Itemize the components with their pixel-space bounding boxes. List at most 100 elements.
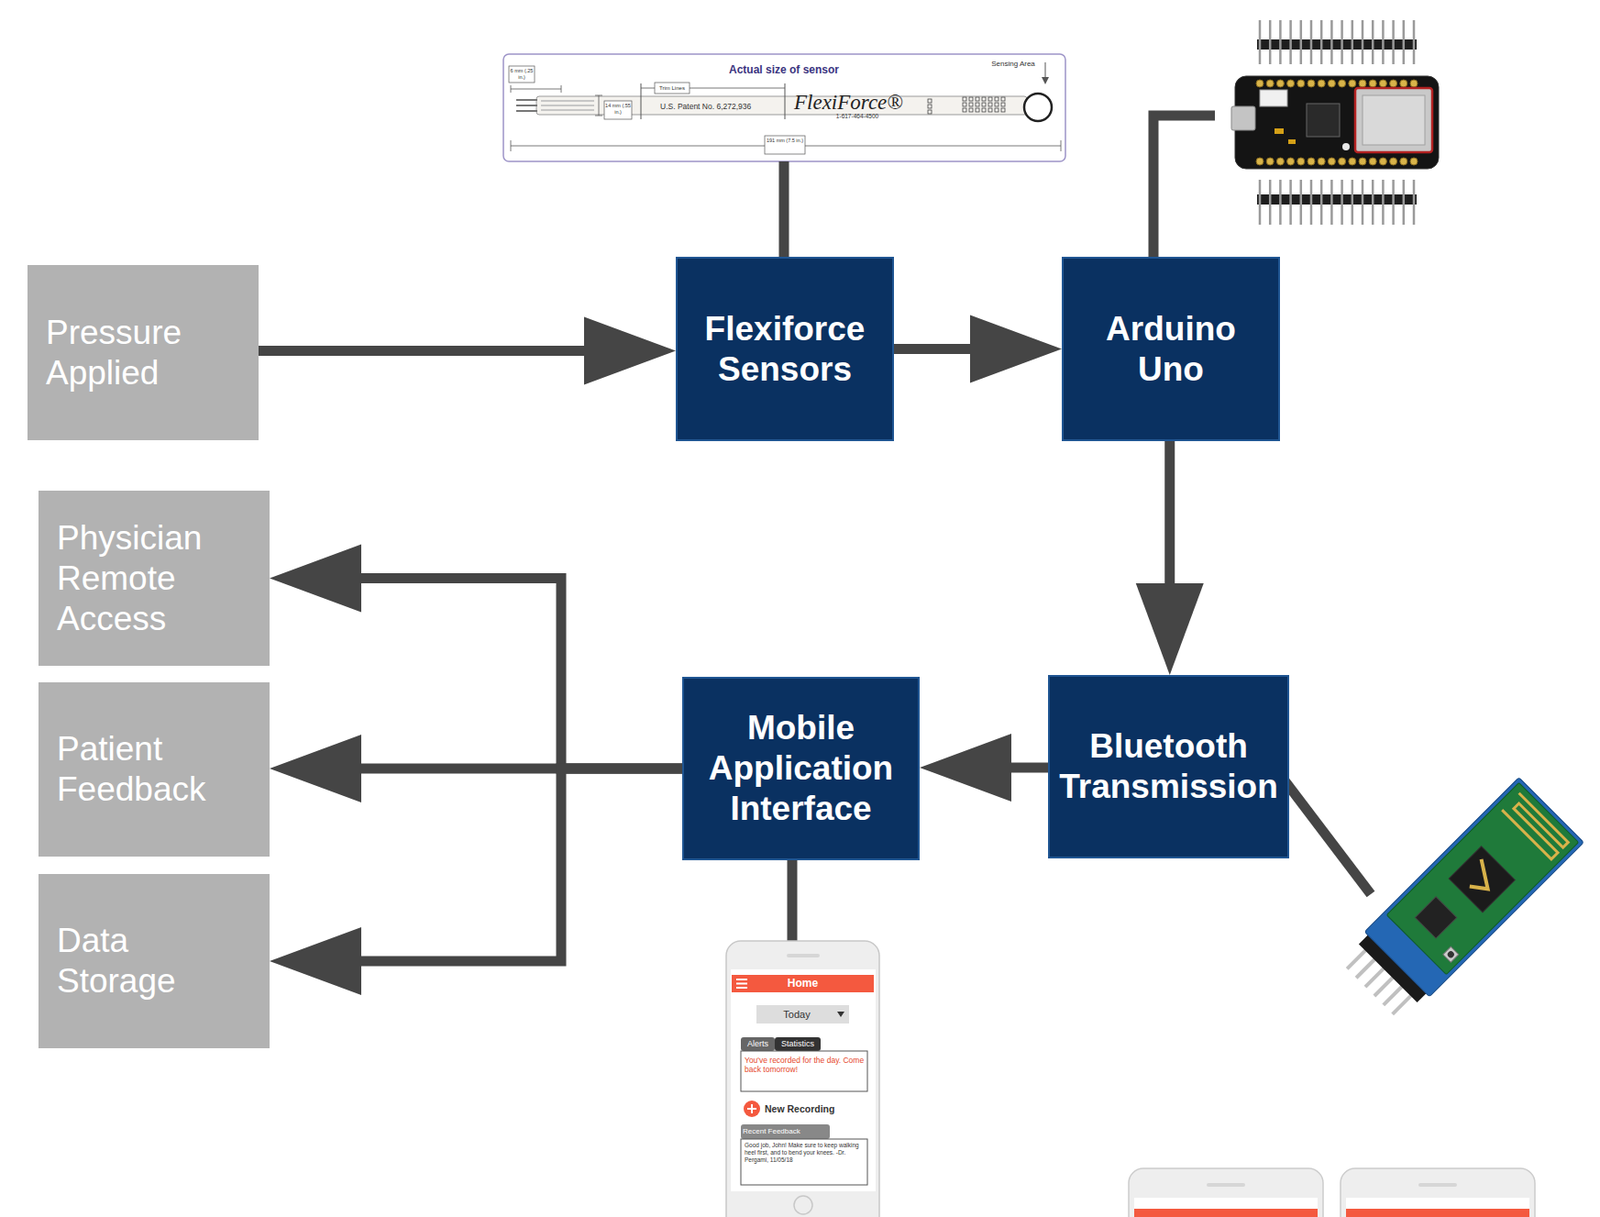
arrow-head [269, 734, 362, 803]
node-text: Bluetooth Transmission [1057, 726, 1280, 807]
header-pin [1268, 179, 1272, 225]
board-hole [1297, 157, 1305, 166]
sensor-mark [1001, 97, 1005, 101]
header-pin [1402, 179, 1406, 225]
board-hole [1307, 157, 1315, 166]
dimension-box [604, 100, 632, 120]
sensor-mark [988, 97, 993, 101]
sensor-mark [927, 104, 932, 109]
dropdown [756, 1004, 850, 1024]
home-button [794, 1195, 813, 1214]
header-pin [1258, 20, 1262, 65]
dimension-box [764, 135, 806, 155]
sensor-mark [982, 97, 986, 101]
board-hole [1327, 157, 1336, 166]
board-hole [1266, 157, 1274, 166]
flow-arrow [269, 544, 683, 770]
output-box: Physician Remote Access [38, 490, 270, 666]
board [1235, 76, 1439, 169]
bluetooth-module-picture [1337, 777, 1585, 1025]
phone-speaker [1206, 1182, 1246, 1187]
sensor-marks [927, 97, 1005, 114]
tab [774, 1037, 821, 1051]
sensing-area [1024, 93, 1052, 122]
board-hole [1390, 157, 1398, 166]
alert-text: You've recorded for the day. Come back t… [744, 1055, 866, 1074]
header-pin [1320, 20, 1324, 65]
header-pin [1289, 20, 1292, 65]
chip-logo [1461, 859, 1500, 897]
dimension-line [598, 95, 600, 116]
sensing-arrow [1045, 62, 1047, 79]
sensor-mark [927, 99, 932, 103]
header-pin [1371, 20, 1375, 65]
module-board [1386, 782, 1578, 974]
header-pin [1402, 20, 1406, 65]
sensor-mark [982, 108, 986, 112]
sensor-mark [994, 97, 999, 101]
sensor-strip [536, 96, 1027, 115]
arrow-head [919, 733, 1012, 802]
process-box: Mobile Application Interface [682, 676, 920, 861]
header-pin [1412, 179, 1416, 225]
sensor-mark [1001, 102, 1005, 107]
arrow-head [1136, 583, 1204, 675]
header-pin [1330, 20, 1334, 65]
board-hole [1400, 79, 1408, 88]
dimension-tick [510, 140, 512, 152]
input-box: Pressure Applied [27, 264, 259, 441]
tab-label: Recent Feedback [742, 1125, 829, 1137]
board-hole [1368, 157, 1377, 166]
patent-text: U.S. Patent No. 6,272,936 [660, 101, 774, 112]
flow-arrow [919, 733, 1049, 802]
component [1274, 128, 1284, 134]
board-hole [1379, 157, 1387, 166]
board-hole [1368, 79, 1377, 88]
arrow-head [269, 544, 362, 613]
dimension-tick [561, 85, 563, 93]
board-hole [1287, 157, 1295, 166]
board-hole [1276, 79, 1284, 88]
header-pin [1310, 179, 1314, 225]
app-title: Home [731, 975, 874, 992]
dropdown-text: Today [756, 1006, 838, 1022]
antenna [1501, 793, 1568, 860]
board-hole [1338, 79, 1347, 88]
board-hole [1338, 157, 1347, 166]
node-text: Patient Feedback [56, 728, 224, 810]
phone-number: 1-617-464-4500 [817, 112, 897, 121]
alert-box [740, 1050, 868, 1092]
module-button [1445, 949, 1456, 960]
sensor-mark [994, 102, 999, 107]
usb-port [1231, 106, 1256, 131]
feedback-box [740, 1138, 868, 1185]
sensor-mark [962, 102, 967, 107]
sensor-pin [516, 99, 538, 101]
module-base [1364, 777, 1584, 997]
app-header-bar [1134, 1208, 1318, 1217]
board-hole [1400, 157, 1408, 166]
header-pin [1279, 179, 1282, 225]
tab-label: Statistics [774, 1037, 821, 1050]
connector-line [893, 343, 971, 354]
board-hole [1256, 157, 1264, 166]
module-chip [1414, 896, 1457, 938]
button-label: New Recording [764, 1102, 868, 1115]
module-chip [1448, 846, 1515, 913]
header-pin [1391, 179, 1395, 225]
sensor-mark [969, 102, 973, 107]
board-hole [1410, 157, 1418, 166]
sensor-mark [982, 102, 986, 107]
dimension-tick [1060, 140, 1062, 152]
process-box: Bluetooth Transmission [1048, 674, 1290, 859]
header-pin [1381, 20, 1385, 65]
leader-line [787, 852, 798, 941]
output-box: Data Storage [38, 873, 270, 1049]
chip [1306, 103, 1340, 137]
header-pin [1268, 20, 1272, 65]
board-hole [1256, 79, 1264, 88]
header-pin [1310, 20, 1314, 65]
board-hole [1276, 157, 1284, 166]
board-hole [1390, 79, 1398, 88]
header-pin [1258, 179, 1262, 225]
